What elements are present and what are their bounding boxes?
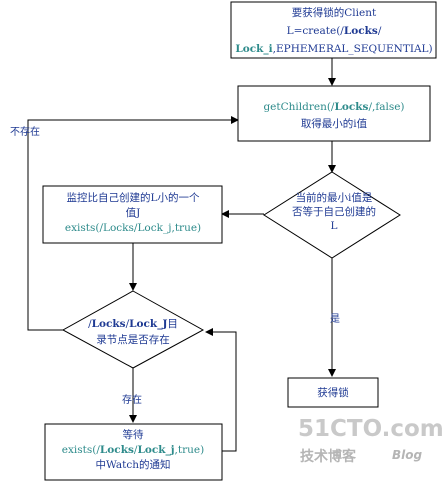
is-min-diamond — [263, 171, 401, 259]
watermark-sub: 技术博客 — [300, 448, 357, 465]
wait-box — [44, 423, 223, 481]
acquired-box — [287, 377, 379, 408]
node-text-run: 当前的最小i值是 — [296, 191, 373, 204]
node-text-run: Lock_j — [137, 444, 174, 457]
node-text-run: 获得锁 — [317, 386, 349, 399]
node-text-run: 等待 — [123, 428, 144, 441]
node-text-run: 中Watch的通知 — [95, 458, 170, 471]
node-text-run: 否等于自己创建的 — [292, 205, 376, 218]
node-text-run: / — [126, 318, 130, 330]
watch-prev-text: 监控比自己创建的L小的一个值J exists(/Locks/Lock_j,true… — [65, 191, 201, 234]
node-text-run: / — [378, 25, 382, 37]
node-text-run: 录节点是否存在 — [96, 333, 170, 346]
node-text-run: ,EPHEMERAL_SEQUENTIAL) — [273, 43, 433, 55]
get-children-text: getChildren(/Locks/,false)取得最小的i值 — [263, 101, 404, 130]
wait-text: 等待 exists(/Locks/Lock_j,true) 中Watch的通知 — [62, 428, 204, 471]
edge-wait-loop — [205, 328, 237, 452]
exists-check-diamond — [61, 290, 205, 369]
connectors — [27, 58, 336, 452]
node-text-run: Locks — [344, 25, 378, 37]
node-text-run: 取得最小的i值 — [301, 117, 368, 130]
is-min-text: 当前的最小i值是否等于自己创建的 L — [292, 191, 376, 232]
node-text-run: Lock_i — [235, 43, 272, 56]
acquired-text: 获得锁 — [317, 386, 349, 399]
node-text-run: L — [331, 220, 338, 232]
node-text-run: exists(/Locks/Lock_j,true) — [65, 222, 201, 234]
node-text-run: 值J — [126, 206, 141, 219]
watermark: 51CTO.com 技术博客 Blog — [298, 416, 442, 465]
label-not-exist: 不存在 — [10, 125, 40, 138]
node-text-run: /,false) — [368, 101, 404, 113]
node-text-run: L=create(/ — [287, 25, 345, 37]
node-text-run: / — [88, 318, 92, 330]
label-yes: 是 — [330, 313, 340, 325]
node-text-run: 监控比自己创建的L小的一个 — [67, 191, 200, 204]
get-client-box — [230, 1, 437, 59]
node-text-run: Lock_J — [129, 318, 167, 331]
node-text-run: 要获得锁的Client — [292, 6, 377, 19]
node-text-run: / — [134, 444, 138, 456]
exists-check-text: /Locks/Lock_J目录节点是否存在 — [88, 318, 178, 346]
get-children-box — [237, 85, 431, 142]
node-text-run: 目 — [167, 318, 178, 330]
node-text-run: Locks — [92, 318, 126, 330]
node-text-run: Locks — [334, 101, 368, 113]
watermark-blog: Blog — [392, 448, 423, 462]
shapes — [42, 1, 437, 481]
node-text-run: exists(/ — [62, 444, 101, 456]
watermark-brand: 51CTO.com — [298, 416, 442, 442]
edge-not-exist-loop — [27, 116, 239, 331]
node-text-run: getChildren(/ — [263, 101, 334, 113]
label-exists: 存在 — [122, 393, 142, 406]
node-text-run: Locks — [100, 444, 134, 456]
node-text-run: ,true) — [175, 444, 205, 456]
watch-prev-box — [42, 185, 223, 244]
